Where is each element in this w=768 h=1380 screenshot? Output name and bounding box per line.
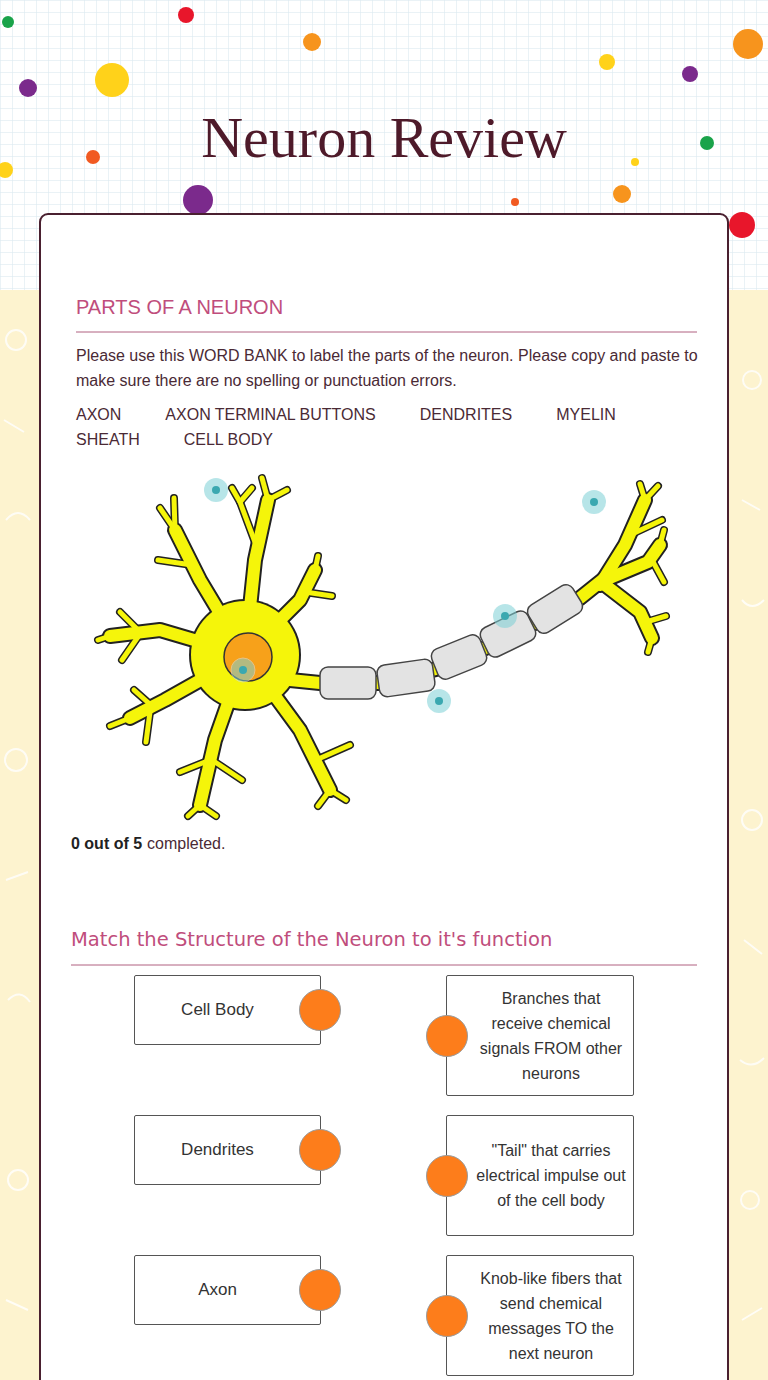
function-text: Knob-like fibers that send chemical mess… (475, 1266, 627, 1366)
match-handle (426, 1295, 468, 1337)
match-handle (299, 989, 341, 1031)
match-handle (299, 1269, 341, 1311)
word-bank-item: AXON TERMINAL BUTTONS (165, 406, 375, 423)
instructions: Please use this WORD BANK to label the p… (76, 343, 701, 393)
progress-text: completed. (147, 835, 225, 852)
structure-box: Dendrites (134, 1115, 321, 1185)
function-box: "Tail" that carries electrical impulse o… (446, 1115, 634, 1236)
match-handle (426, 1015, 468, 1057)
match-handle (299, 1129, 341, 1171)
section-heading: PARTS OF A NEURON (76, 296, 283, 319)
progress-count: 0 out of 5 (71, 835, 142, 852)
progress-line: 0 out of 5 completed. (71, 835, 225, 853)
structure-name: Dendrites (181, 1140, 254, 1160)
word-bank: AXONAXON TERMINAL BUTTONSDENDRITESMYELIN… (76, 402, 641, 452)
function-text: Branches that receive chemical signals F… (475, 986, 627, 1086)
word-bank-item: AXON (76, 406, 121, 423)
function-text: "Tail" that carries electrical impulse o… (475, 1138, 627, 1213)
structure-name: Cell Body (181, 1000, 254, 1020)
function-box: Knob-like fibers that send chemical mess… (446, 1255, 634, 1376)
match-handle (426, 1155, 468, 1197)
word-bank-item: DENDRITES (420, 406, 512, 423)
function-box: Branches that receive chemical signals F… (446, 975, 634, 1096)
structure-box: Axon (134, 1255, 321, 1325)
page-title: Neuron Review (0, 106, 768, 170)
structure-box: Cell Body (134, 975, 321, 1045)
section-heading: Match the Structure of the Neuron to it'… (71, 928, 552, 951)
worksheet-card: PARTS OF A NEURON Please use this WORD BA… (39, 213, 729, 1380)
word-bank-item: CELL BODY (184, 431, 273, 448)
structure-name: Axon (198, 1280, 237, 1300)
